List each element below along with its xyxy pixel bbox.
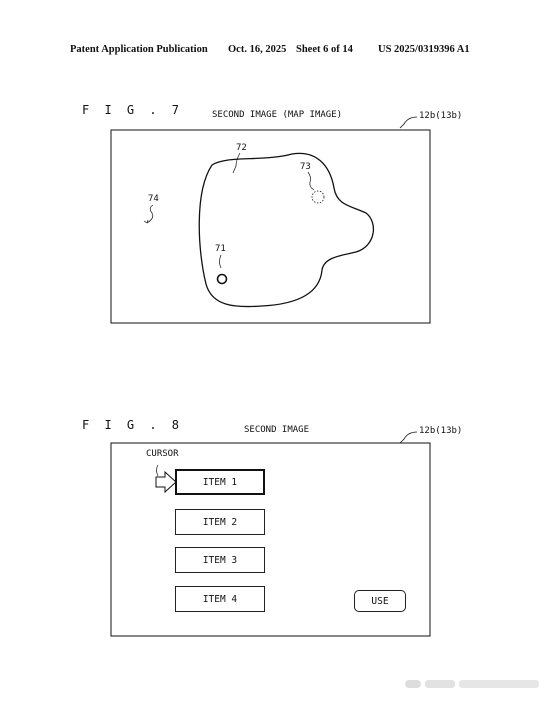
fig7-label: F I G . 7 [82,103,184,117]
sheet-number: Sheet 6 of 14 [296,44,353,55]
cursor-arrow-icon [155,470,177,494]
fig7-screen-leader [399,116,418,129]
item-1-button[interactable]: ITEM 1 [175,469,265,495]
use-button[interactable]: USE [354,590,406,612]
item-2-button[interactable]: ITEM 2 [175,509,265,535]
fig8-screen-ref: 12b(13b) [419,426,463,436]
ref-74: 74 [148,194,159,204]
player-marker [216,273,228,285]
leader-71 [219,254,222,269]
fig8-screen-leader [399,431,418,444]
leader-74-arrow [143,219,149,224]
leader-74 [146,204,154,224]
ref-73: 73 [300,162,311,172]
map-area-outline [198,152,375,308]
footer-watermark-icon [405,680,539,688]
fig7-screen-frame [110,129,431,324]
fig8-label: F I G . 8 [82,418,184,432]
item-3-button[interactable]: ITEM 3 [175,547,265,573]
cursor-label: CURSOR [146,449,179,459]
leader-72 [232,152,241,174]
ref-71: 71 [215,244,226,254]
target-marker [311,190,325,204]
fig7-screen-ref: 12b(13b) [419,111,463,121]
publication-title: Patent Application Publication [70,44,208,55]
fig7-caption: SECOND IMAGE (MAP IMAGE) [212,110,343,120]
item-4-button[interactable]: ITEM 4 [175,586,265,612]
patent-header: Patent Application Publication Oct. 16, … [0,44,550,58]
publication-date: Oct. 16, 2025 [228,44,287,55]
patent-number: US 2025/0319396 A1 [378,44,470,55]
leader-73 [307,171,315,191]
fig8-screen-frame [110,442,431,637]
ref-72: 72 [236,143,247,153]
cursor-leader [156,464,159,477]
fig8-caption: SECOND IMAGE [244,425,310,435]
